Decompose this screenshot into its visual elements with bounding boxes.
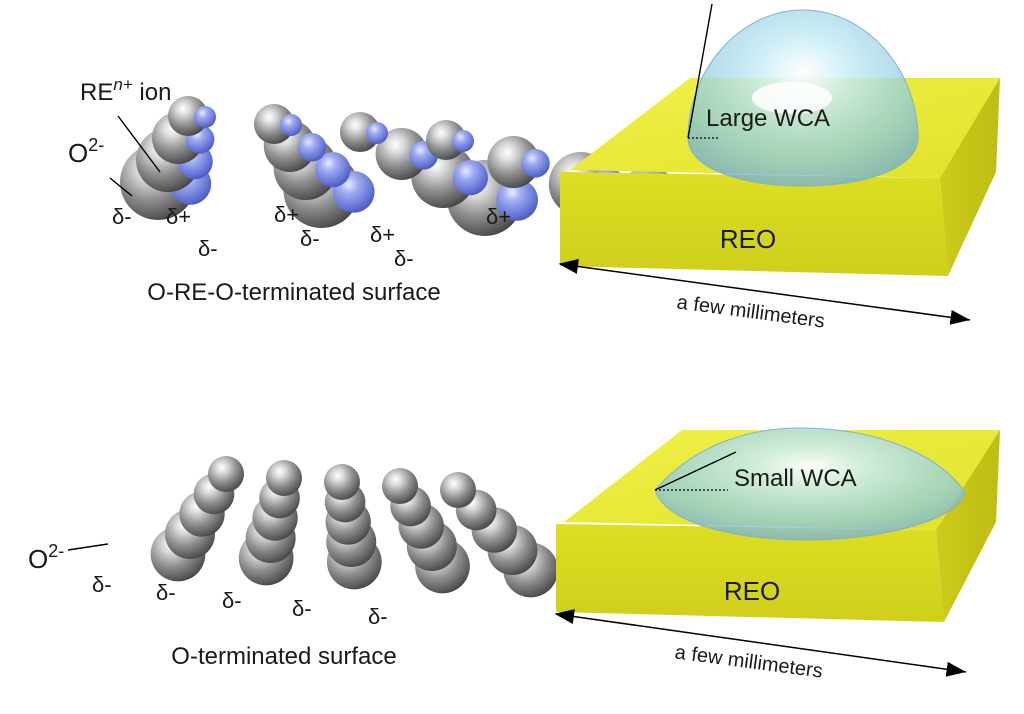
scale-arrow [554,609,967,677]
oxygen-sphere [382,468,418,504]
oxygen-sphere [340,112,380,152]
charge-label: δ- [92,572,112,597]
charge-label: δ- [368,604,388,629]
scale-label: a few millimeters [674,641,825,682]
re-ion-sphere [315,152,351,188]
charge-label: δ- [156,580,176,605]
charge-label: δ- [292,596,312,621]
contact-angle-tangent [654,451,737,491]
oxygen-label: O2- [68,135,104,168]
charge-label: δ- [222,588,242,613]
charge-label: δ+ [370,222,395,247]
o-sphere-lattice [150,456,558,598]
substrate-side-face [936,430,1000,622]
surface-caption: O-RE-O-terminated surface [147,279,440,306]
surface-caption: O-terminated surface [171,643,396,670]
re-ion-sphere [521,149,550,178]
charge-label: δ+ [274,202,299,227]
top-right-panel: Large WCA REO a few millimeters [558,3,1000,333]
charge-label: δ+ [166,204,191,229]
oxygen-sphere [487,136,540,188]
substrate-side-face [940,78,1000,276]
oxygen-sphere [254,104,294,144]
charge-label: δ- [112,204,132,229]
bottom-left-panel: O2- δ- δ- δ- δ- δ- O-terminated surface [28,456,558,670]
charge-label: δ- [394,246,414,271]
ion-label: REn+ ion [80,75,171,106]
scale-arrow [558,259,971,325]
re-ion-sphere [452,160,488,196]
oxygen-sphere [168,96,208,136]
contact-angle-tangent [687,3,713,139]
wca-label: Large WCA [706,105,830,132]
charge-label: δ- [300,226,320,251]
substrate-label: REO [720,224,776,254]
re-ion-sphere [280,114,302,136]
oxygen-sphere [208,456,244,492]
ion-pointer-line [117,115,161,173]
oxygen-sphere [426,120,466,160]
oxygen-pointer-line [109,177,133,197]
oxygen-sphere [440,472,476,508]
oxygen-label: O2- [28,541,64,574]
oxygen-sphere [266,460,302,496]
re-ion-sphere [297,133,327,162]
oxygen-sphere [324,464,360,500]
small-droplet [654,427,966,541]
re-ion-sphere [452,130,474,152]
substrate-front-face [560,172,948,276]
droplet-highlight [752,82,832,114]
oxygen-pointer-line [67,543,109,551]
charge-label: δ+ [486,204,511,229]
substrate-front-face [556,524,944,622]
substrate-label: REO [724,576,780,606]
re-ion-sphere [366,122,388,144]
re-ion-sphere [194,106,216,128]
wca-label: Small WCA [734,465,857,492]
charge-label: δ- [198,236,218,261]
oxygen-sphere [375,128,428,180]
bottom-right-panel: Small WCA REO a few millimeters [554,427,1000,683]
re-ion-sphere [496,179,538,221]
